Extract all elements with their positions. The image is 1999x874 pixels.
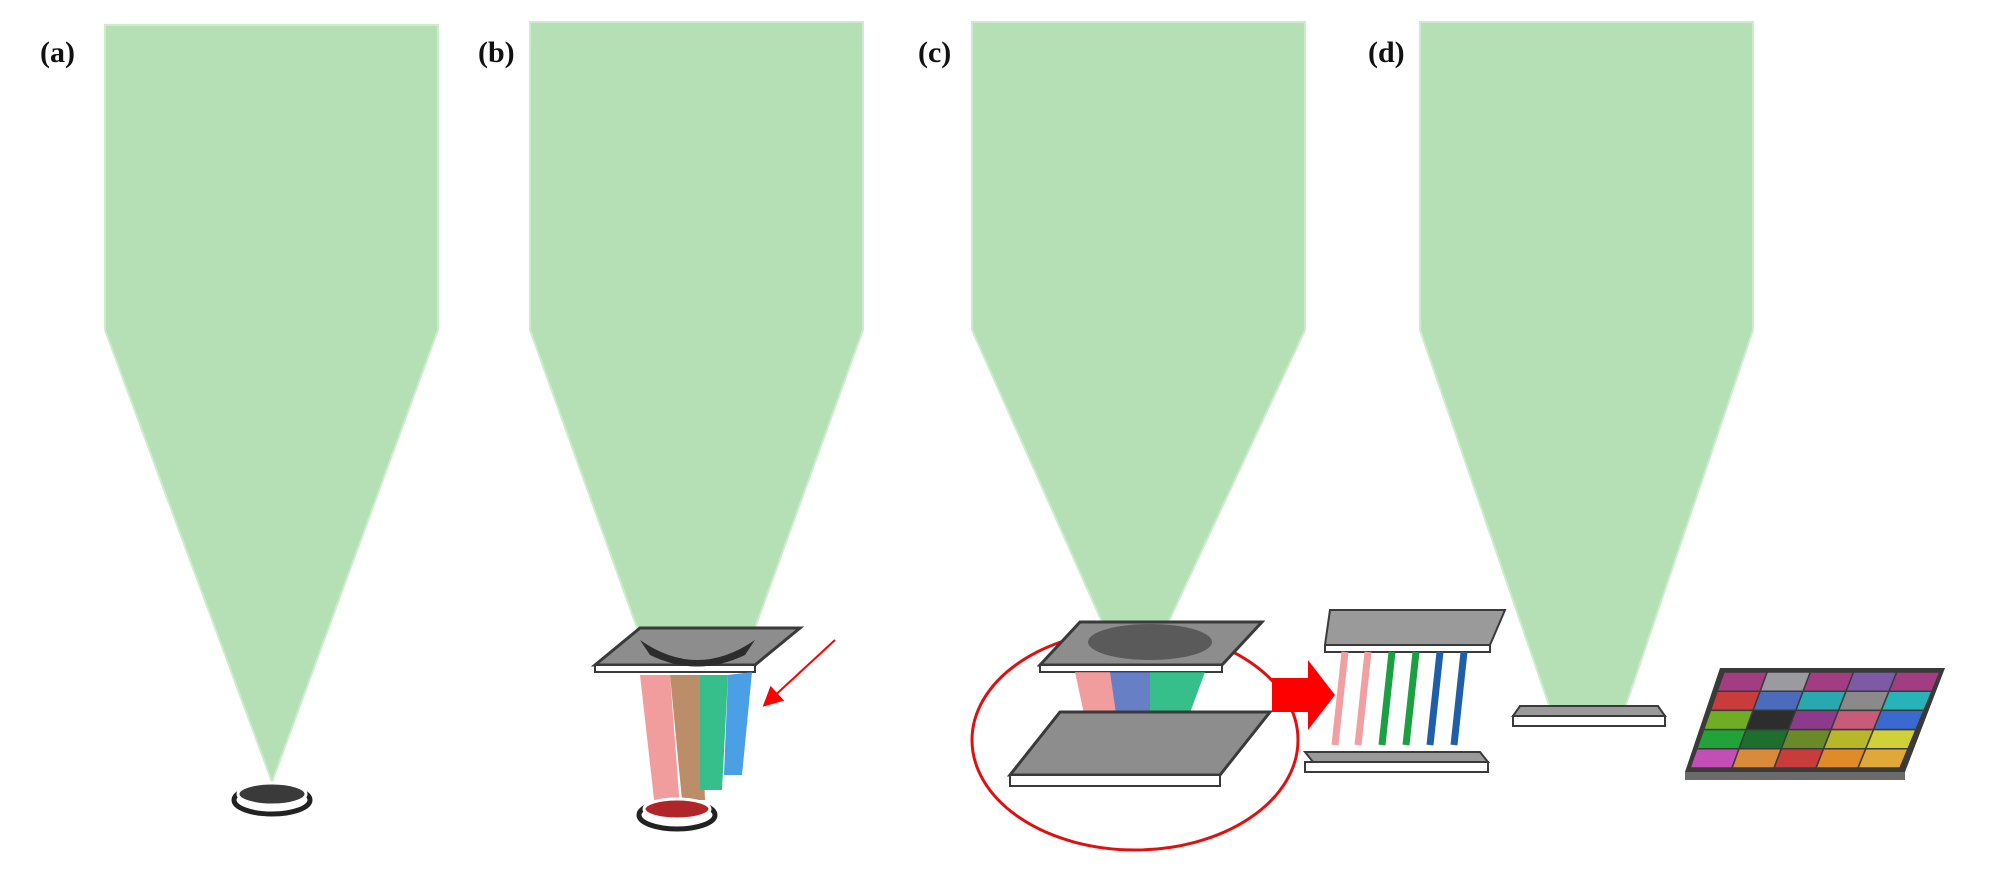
panel-label-d: (d): [1368, 36, 1405, 69]
color-pixel-array-d: [1685, 668, 1945, 780]
color-grid-cell: [1787, 709, 1840, 731]
color-grid-cell: [1856, 748, 1910, 769]
substrate-plate-c: [1006, 710, 1274, 787]
color-grid-cell: [1709, 690, 1762, 712]
panel-label-a: (a): [40, 36, 75, 69]
color-grid-cell: [1822, 728, 1875, 750]
light-beam-b: [529, 21, 864, 651]
mask-plate-b: [590, 626, 805, 673]
mask-plate-c: [1036, 620, 1266, 673]
color-grid-cell: [1759, 671, 1812, 692]
color-grid-cell: [1716, 671, 1769, 692]
color-grid-cell: [1814, 748, 1867, 769]
color-grid-cell: [1780, 728, 1833, 750]
panel-d: (d): [1368, 21, 1945, 780]
color-grid-cell: [1887, 671, 1942, 692]
substrate-dish-a: [231, 781, 313, 817]
color-grid-cell: [1737, 728, 1790, 750]
color-grid-cell: [1844, 671, 1898, 692]
color-grid-cell: [1702, 709, 1755, 731]
light-beam-d: [1419, 21, 1754, 709]
color-grid-cell: [1745, 709, 1797, 731]
process-arrow-c: [1272, 660, 1335, 730]
panel-c: (c): [918, 21, 1507, 852]
color-grid-cell: [1880, 690, 1934, 712]
substrate-plate-d: [1511, 705, 1667, 727]
diffracted-beams-b: [640, 672, 752, 808]
color-grid-cell: [1772, 748, 1825, 769]
incidence-arrow-b: [762, 639, 836, 707]
color-grid-cell: [1688, 748, 1741, 769]
color-grid-cell: [1829, 709, 1883, 731]
color-grid-cell: [1872, 709, 1926, 731]
panel-a: (a): [40, 24, 439, 817]
color-grid-cell: [1695, 728, 1748, 750]
color-grid-cell: [1864, 728, 1918, 750]
panel-b: (b): [478, 21, 864, 832]
color-grid-cell: [1837, 690, 1891, 712]
light-beam-a: [104, 24, 439, 785]
color-grid-cell: [1794, 690, 1848, 712]
color-grid-cells: [1688, 671, 1942, 769]
substrate-dish-b: [636, 797, 718, 832]
color-grid-cell: [1730, 748, 1783, 769]
grating-assembly-c: [1302, 609, 1507, 773]
color-grid-cell: [1802, 671, 1855, 692]
color-grid-cell: [1752, 690, 1805, 712]
light-beam-c: [971, 21, 1306, 641]
panel-label-b: (b): [478, 36, 515, 69]
panel-label-c: (c): [918, 36, 951, 69]
